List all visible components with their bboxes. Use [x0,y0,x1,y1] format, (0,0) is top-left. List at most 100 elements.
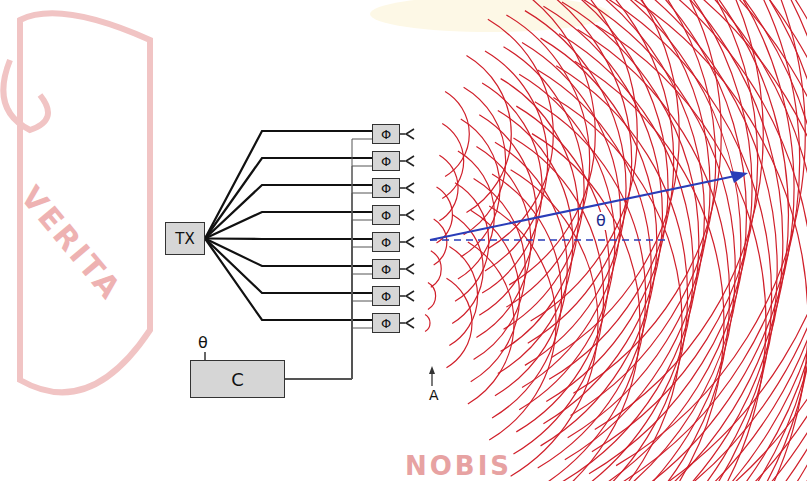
phase-shifter-box: Φ [372,259,400,279]
antenna-element [400,156,414,166]
box-text: Φ [381,316,391,331]
wavefront-arc [575,61,724,481]
control-line [285,166,372,379]
beam-arrowhead [730,171,748,183]
wavefront-arc [650,0,807,481]
box-text: Φ [381,208,391,223]
wavefront-arc [425,314,430,331]
wavefront-arc [428,283,436,310]
element-label: A [427,388,441,403]
feed-line [205,239,372,294]
control-line [285,139,372,379]
wavefront-arc [578,30,730,481]
wavefront-arc [461,119,500,257]
feed-line [205,158,372,239]
watermark-text: NOBIS [405,452,512,481]
antennas [400,129,414,328]
wavefront-arc [565,0,705,460]
feed-line [205,237,372,240]
wavefront-arc [589,0,752,474]
wavefront-arc [492,174,562,418]
wavefront-arc [471,210,520,381]
control-line [285,247,372,379]
phase-shifter-box: Φ [372,205,400,225]
leader-line [431,372,432,386]
wavefront-arc [442,123,463,198]
watermark-shield [3,13,150,392]
wavefront-arc [474,178,526,359]
scroll-curl [3,60,48,130]
watermark-text: VERITA [15,180,129,306]
box-text: C [231,369,244,390]
wavefront-arc [559,34,693,481]
antenna-element [400,237,414,247]
wavefront-arc [455,183,489,302]
leader-arrowhead [429,366,435,374]
wavefront-arc [511,170,598,476]
wavefront-arc [653,0,807,481]
control-line [285,274,372,379]
phase-shifter-box: Φ [372,124,400,144]
wavefronts [425,0,807,481]
phase-shifter-box: Φ [372,232,400,252]
wavefront-arc [535,102,646,481]
antenna-element [400,318,414,328]
wavefront-arc [506,15,589,307]
wavefront-arc [439,155,458,221]
input-angle: θ [198,334,208,352]
angle-label: θ [594,212,608,230]
wavefront-arc [618,0,807,481]
beam-direction [430,176,735,240]
wavefront-arc [446,278,472,368]
wavefront-arc [431,251,441,288]
wavefront-arc [495,142,567,395]
antenna-element [400,129,414,139]
feed-line [205,239,372,321]
wavefront-arc [452,215,483,324]
wavefront-arc [489,206,556,440]
control-line [285,328,372,379]
wavefront-arc [562,2,699,481]
box-text: Φ [381,289,391,304]
control-line [285,301,372,379]
feed-line [205,131,372,239]
box-text: Φ [381,235,391,250]
antenna-element [400,210,414,220]
wavefront-arc [434,219,447,265]
wavefront-arc [437,187,453,243]
control-line [285,193,372,379]
input-wire [204,352,206,360]
wavefront-arc [488,19,553,248]
antenna-element [400,183,414,193]
wavefront-arc [532,134,640,481]
wavefront-arc [553,97,682,481]
phase-shifter-box: Φ [372,286,400,306]
box-text: Φ [381,154,391,169]
control-line [285,220,372,379]
boresight-line [430,239,665,241]
phase-shifter-box: Φ [372,151,400,171]
transmitter-box: TX [165,222,205,255]
box-text: Φ [381,127,391,142]
feed-line [205,185,372,239]
antenna-element [400,264,414,274]
phase-shifter-box: Φ [372,178,400,198]
box-text: TX [175,230,194,248]
feed-line [205,212,372,239]
wavefront-arc [485,51,548,271]
box-text: Φ [381,181,391,196]
wavefront-arc [538,70,652,468]
wavefront-arc [556,66,687,481]
wavefront-arc [498,110,573,373]
phase-shifter-box: Φ [372,313,400,333]
wavefront-arc [468,242,514,404]
wavefront-arc [449,246,477,345]
picture-ground [160,0,807,420]
box-text: Φ [381,262,391,277]
wavefront-arc [642,0,807,481]
wavefront-arc [647,0,807,481]
controller-box: C [190,360,285,398]
antenna-element [400,291,414,301]
